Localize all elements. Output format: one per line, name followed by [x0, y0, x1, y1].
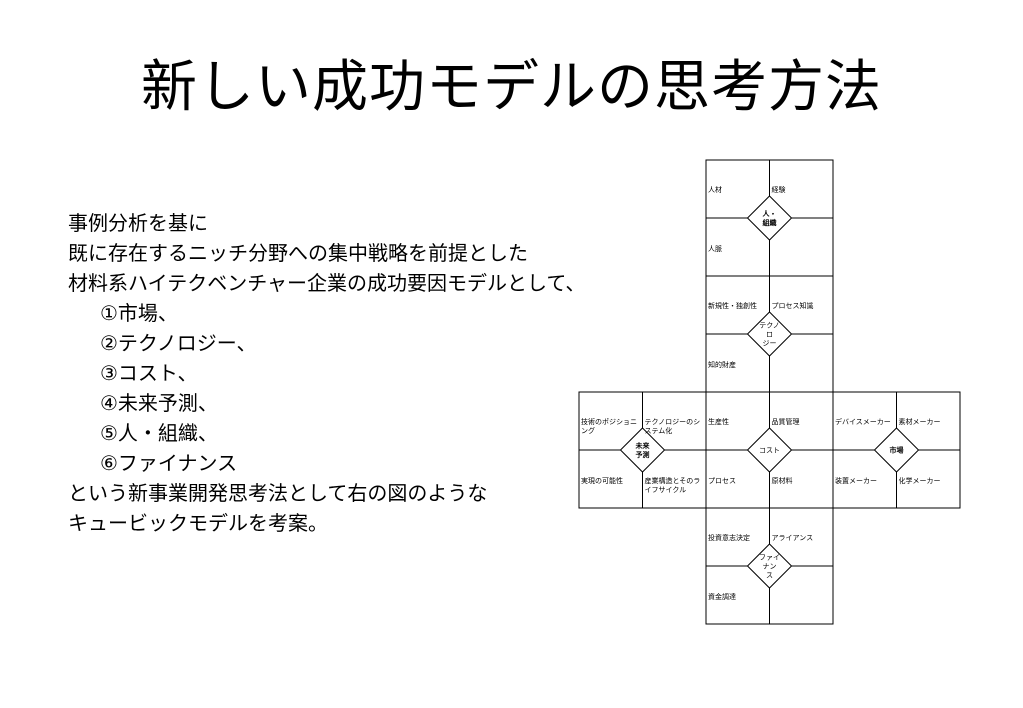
face-label-top-right-line: プロセス知識	[772, 301, 814, 310]
face-center-diamond	[746, 311, 793, 357]
face-label-bottom-right-line: 原材料	[772, 476, 793, 485]
face-center-label: コスト	[759, 447, 780, 455]
face-label-bottom-right: 産業構造とそのライフサイクル	[645, 476, 701, 494]
face-center-label: 市場	[890, 446, 904, 455]
face-mirai: 未来予測技術のポジショニングテクノロジーのシステム化実現の可能性産業構造とそのラ…	[578, 391, 707, 509]
face-label-top-left-line: 技術のポジショニ	[581, 417, 637, 426]
face-label-bottom-left: 装置メーカー	[835, 476, 877, 485]
face-center-label-line: ナン	[763, 563, 777, 571]
body-line: キュービックモデルを考案。	[68, 511, 328, 535]
face-center-label-line: コスト	[759, 447, 780, 455]
face-center-label-line: ジー	[763, 340, 777, 348]
face-label-top-right-line: テクノロジーのシ	[645, 418, 701, 426]
face-label-top-right: 経験	[772, 185, 786, 194]
face-label-top-left-line: 投資意志決定	[708, 533, 750, 542]
face-center-label-line: 未来	[636, 441, 651, 450]
face-label-top-left-line: 人材	[708, 185, 722, 194]
face-center-label-line: 組織	[763, 218, 777, 227]
list-item-technology: ②テクノロジー、	[100, 331, 257, 355]
face-center-diamond	[746, 543, 793, 589]
body-line: という新事業開発思考法として右の図のような	[68, 481, 488, 505]
face-label-top-left-line: デバイスメーカー	[835, 417, 891, 426]
face-label-bottom-right: 化学メーカー	[899, 476, 941, 485]
face-label-bottom-left-line: プロセス	[708, 477, 736, 485]
body-line: 材料系ハイテクベンチャー企業の成功要因モデルとして、	[68, 271, 586, 295]
face-label-bottom-left: 実現の可能性	[581, 476, 623, 485]
face-label-top-left: 人材	[708, 185, 722, 194]
face-center-diamond	[746, 427, 793, 473]
face-label-bottom-left: 人脈	[708, 244, 722, 253]
face-label-top-left-line: 新規性・独創性	[708, 301, 757, 310]
face-center-label: 人・組織	[763, 209, 777, 227]
face-label-bottom-right-line: 化学メーカー	[899, 476, 941, 485]
face-label-top-left-line: ング	[581, 426, 595, 435]
face-label-top-right: 素材メーカー	[899, 417, 941, 426]
face-center-label-line: 市場	[890, 446, 904, 455]
face-label-bottom-left-line: 装置メーカー	[835, 476, 877, 485]
face-center-label-line: ファイ	[759, 554, 780, 562]
face-center-label-line: 人・	[763, 209, 777, 218]
face-label-top-right: アライアンス	[772, 534, 814, 542]
face-label-top-right-line: ステム化	[645, 426, 673, 435]
face-label-bottom-left: 資金調達	[708, 592, 736, 601]
face-label-top-left: 投資意志決定	[708, 533, 750, 542]
face-center-diamond	[619, 427, 666, 473]
list-item-market: ①市場、	[100, 301, 178, 325]
body-text: 事例分析を基に 既に存在するニッチ分野への集中戦略を前提とした 材料系ハイテクベ…	[68, 208, 708, 538]
face-label-top-left-line: 生産性	[708, 417, 729, 426]
face-center-label: ファイナンス	[759, 554, 780, 580]
face-label-bottom-right-line: 産業構造とそのラ	[645, 476, 701, 485]
face-label-bottom-left-line: 人脈	[708, 244, 722, 253]
body-line: 既に存在するニッチ分野への集中戦略を前提とした	[68, 241, 528, 265]
face-label-bottom-left-line: 資金調達	[708, 592, 736, 601]
face-center-diamond	[873, 427, 920, 473]
body-line: 事例分析を基に	[68, 211, 208, 235]
face-center-label: テクノロジー	[759, 322, 780, 348]
face-label-bottom-left: 知的財産	[708, 360, 736, 369]
face-label-bottom-left-line: 実現の可能性	[581, 476, 623, 485]
face-label-bottom-right: 原材料	[772, 476, 793, 485]
face-label-bottom-left-line: 知的財産	[708, 360, 736, 369]
face-center-diamond	[746, 195, 793, 241]
face-label-top-right-line: アライアンス	[772, 534, 814, 542]
list-item-cost: ③コスト、	[100, 361, 198, 385]
face-label-top-left: デバイスメーカー	[835, 417, 891, 426]
face-center-label-line: テクノ	[759, 322, 780, 330]
face-center-label-line: ス	[766, 572, 773, 580]
face-label-bottom-right-line: イフサイクル	[645, 486, 687, 494]
face-label-bottom-left: プロセス	[708, 477, 736, 485]
page-title: 新しい成功モデルの思考方法	[141, 55, 882, 120]
face-label-top-right-line: 品質管理	[772, 417, 800, 426]
face-center-label-line: ロ	[766, 331, 773, 339]
face-center-label: 未来予測	[636, 441, 651, 459]
face-label-top-left: 生産性	[708, 417, 729, 426]
list-item-finance: ⑥ファイナンス	[100, 451, 238, 475]
face-center-label-line: 予測	[636, 450, 650, 459]
face-label-top-left: 技術のポジショニング	[581, 417, 637, 435]
face-market: 市場 デバイスメーカー素材メーカー装置メーカー 化学メーカー	[832, 391, 961, 509]
face-label-top-right: 品質管理	[772, 417, 800, 426]
face-label-top-left: 新規性・独創性	[708, 301, 757, 310]
list-item-people-organization: ⑤人・組織、	[100, 421, 218, 445]
list-item-future-forecast: ④未来予測、	[100, 391, 218, 415]
face-label-top-right: プロセス知識	[772, 301, 814, 310]
face-label-top-right-line: 経験	[772, 185, 786, 194]
face-label-top-right: テクノロジーのシステム化	[645, 418, 701, 435]
face-label-top-right-line: 素材メーカー	[899, 417, 941, 426]
